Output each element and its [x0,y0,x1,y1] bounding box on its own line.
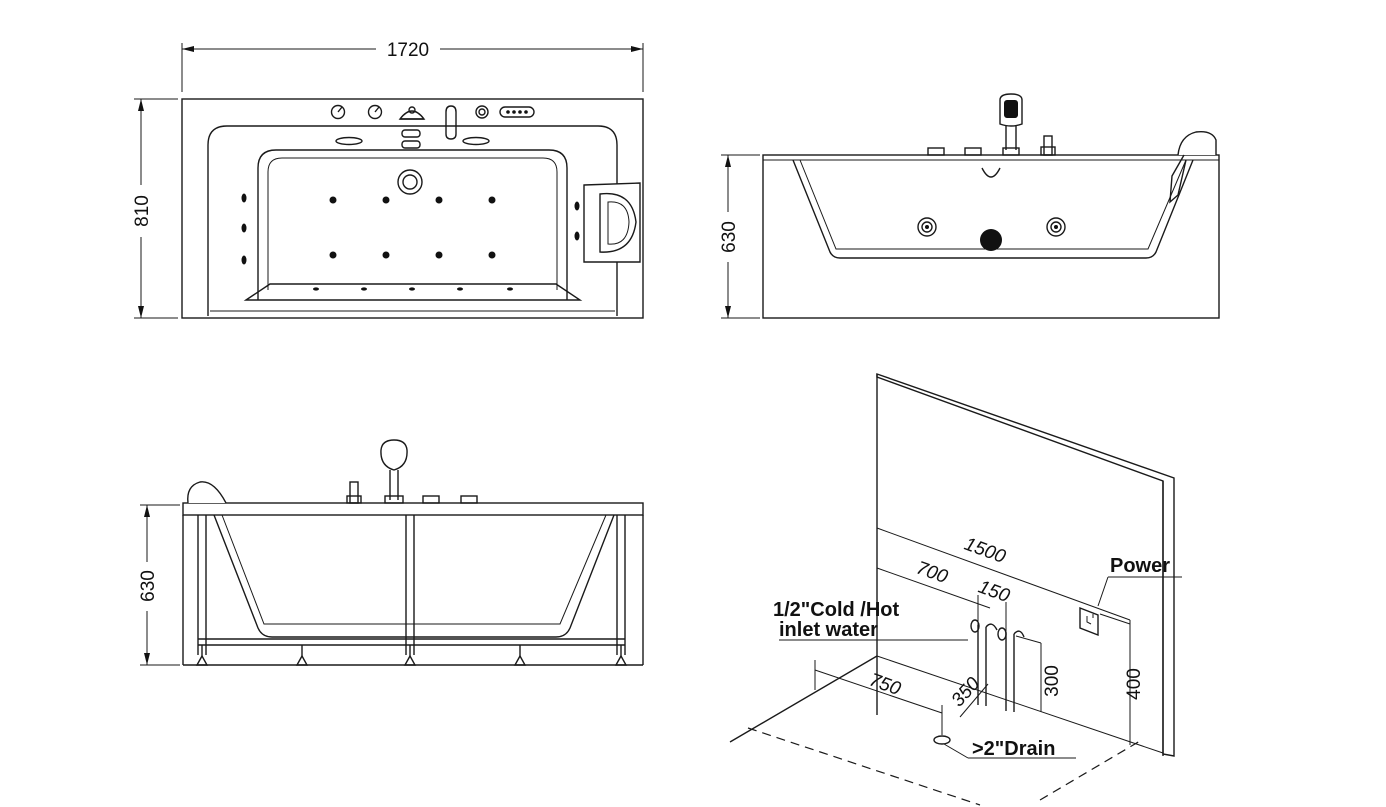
depth-dimension: 810 [132,195,153,227]
side-view-left: 630 [138,439,644,666]
inlet-label-line1: 1/2"Cold /Hot [773,599,899,621]
width-dimension: 1720 [387,40,429,61]
side-view-right: 630 [719,93,1220,319]
dim-350: 350 [948,673,985,711]
dim-400: 400 [1124,668,1145,700]
height-dimension-right: 630 [719,221,740,253]
dim-300: 300 [1042,665,1063,697]
dim-750: 750 [866,670,903,701]
inlet-label-line2: inlet water [779,619,878,641]
dim-700: 700 [913,558,950,589]
dim-150: 150 [975,577,1012,608]
height-dimension-left: 630 [138,570,159,602]
installation-view: 1500 700 150 300 400 Power 1/2"Cold /Hot [729,373,1182,806]
drain-label: >2"Drain [972,738,1055,760]
dim-1500: 1500 [961,534,1008,568]
top-view: 1720 810 [132,40,644,319]
power-label: Power [1110,555,1170,577]
